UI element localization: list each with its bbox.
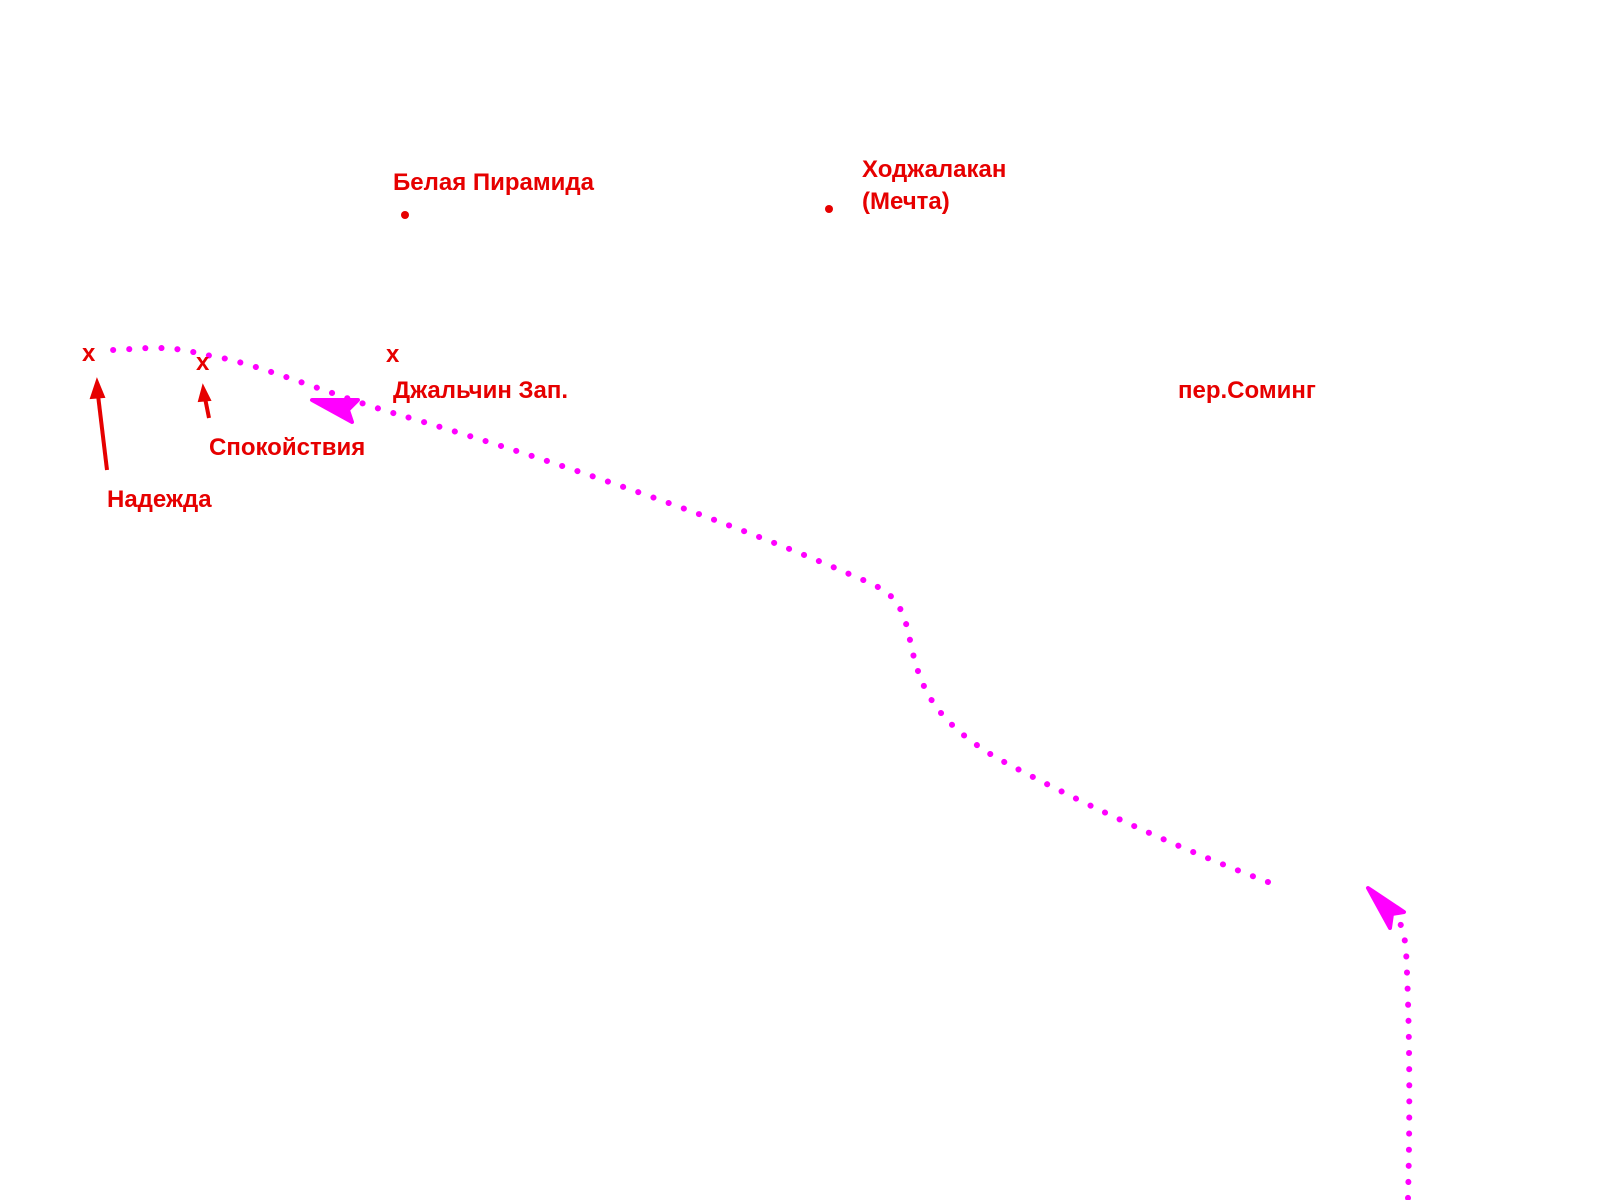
label-nadezhda: Надежда: [107, 486, 212, 513]
x-mark-icon: x: [386, 341, 400, 368]
route-arrowhead-icon: [310, 398, 1406, 930]
pointer-arrows: [89, 377, 212, 471]
label-per-soming: пер.Соминг: [1178, 377, 1316, 404]
label-khodzhalakan: Ходжалакан: [862, 156, 1006, 183]
label-spokoystviya: Спокойствия: [209, 434, 365, 461]
route-main-segment: [97, 344, 1271, 885]
pointer-arrow-nadezhda: [96, 394, 109, 471]
dot-icon: [401, 211, 409, 219]
route-line: [97, 344, 1413, 1200]
route-lower-segment: [1389, 907, 1413, 1200]
x-mark-icon: x: [82, 340, 96, 367]
arrowhead-icon: [89, 377, 106, 400]
x-mark-icon: x: [196, 349, 210, 376]
dot-icon: [825, 205, 833, 213]
label-dzhalchin-zap: Джальчин Зап.: [393, 377, 568, 404]
arrowhead-icon: [310, 398, 360, 424]
arrowhead-icon: [1366, 886, 1406, 930]
label-belaya-piramida: Белая Пирамида: [393, 169, 595, 196]
label-khodzhalakan-mechta: (Мечта): [862, 188, 950, 215]
arrowhead-icon: [197, 383, 212, 403]
